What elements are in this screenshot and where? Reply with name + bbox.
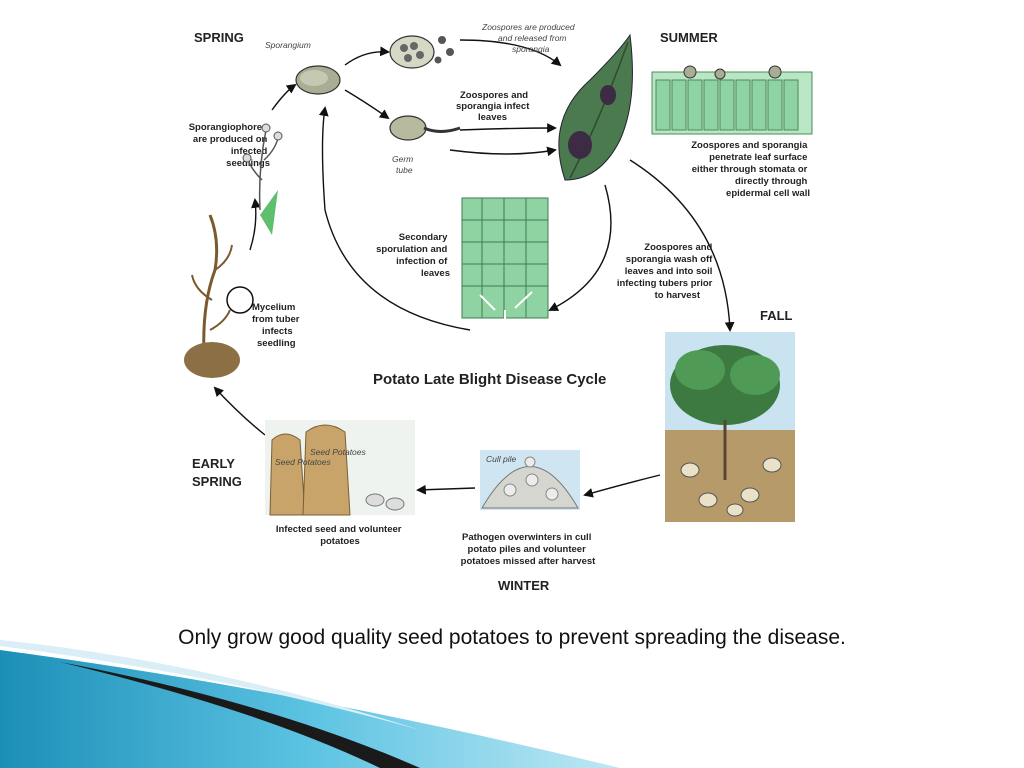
infected-leaf-illustration [558, 33, 633, 181]
decorative-swoosh [0, 640, 620, 768]
arrow-leaf-to-secondary [548, 184, 612, 311]
label-wash-off: Zoospores and sporangia wash off leaves … [617, 242, 715, 301]
season-spring: SPRING [194, 30, 244, 45]
arrow-early-spring-to-seedling [213, 386, 266, 436]
zoospores-illustration [389, 35, 454, 69]
cycle-arrows [213, 39, 735, 498]
season-early-spring: EARLY SPRING [192, 456, 242, 489]
label-seed-sack-2: Seed Potatoes [310, 447, 367, 457]
swoosh-blue-band [0, 650, 620, 768]
arrow-infect-to-leaf [459, 123, 557, 133]
sporangiophore-illustration [242, 123, 283, 235]
arrow-sporangiophores-to-sporangium [271, 83, 297, 111]
seedling-illustration [184, 214, 254, 378]
label-penetrate: Zoospores and sporangia penetrate leaf s… [691, 140, 810, 199]
seed-sacks-illustration [265, 420, 415, 516]
secondary-sporulation-illustration [461, 197, 549, 345]
label-zoospores-infect: Zoospores and sporangia infect leaves [456, 90, 532, 123]
arrow-zoospores-to-leaf [459, 39, 562, 67]
label-zoospores-released: Zoospores are produced and released from… [481, 22, 577, 54]
season-winter: WINTER [498, 578, 550, 593]
cull-pile-illustration [480, 450, 580, 510]
swoosh-light-band [0, 640, 420, 730]
arrow-sporangium-to-germtube [344, 89, 390, 120]
arrow-leaf-to-fall [629, 159, 735, 332]
label-sporangium: Sporangium [265, 40, 311, 50]
leaf-cells-illustration [651, 65, 813, 135]
season-fall: FALL [760, 308, 793, 323]
arrow-fall-to-winter [583, 474, 661, 498]
label-secondary: Secondary sporulation and infection of l… [376, 232, 450, 279]
arrow-seedling-to-sporangiophores [249, 198, 261, 251]
swoosh-dark-band [60, 662, 420, 768]
label-germ-tube: Germ tube [392, 154, 416, 175]
season-summer: SUMMER [660, 30, 718, 45]
label-seed-sack-1: Seed Potatoes [275, 457, 332, 467]
label-sporangiophores: Sporangiophores are produced on infected… [189, 122, 270, 169]
sporangium-illustration [295, 65, 341, 95]
arrow-winter-to-early-spring [416, 484, 476, 495]
germ-tube-illustration [389, 115, 461, 141]
disease-cycle-diagram: Sporangium Zoospores are produced and re… [184, 22, 813, 593]
fall-plant-illustration [665, 332, 795, 522]
diagram-title: Potato Late Blight Disease Cycle [373, 371, 606, 388]
slide-caption: Only grow good quality seed potatoes to … [178, 626, 846, 649]
label-overwinter: Pathogen overwinters in cull potato pile… [461, 532, 596, 567]
arrow-sporangium-to-zoospores [344, 46, 390, 66]
label-infected-seed: Infected seed and volunteer potatoes [276, 524, 404, 547]
label-cull-pile: Cull pile [486, 454, 517, 464]
arrow-germtube-to-leaf [449, 146, 557, 157]
arrow-leaf-to-sporangium [318, 106, 471, 331]
label-mycelium: Mycelium from tuber infects seedling [252, 302, 302, 349]
